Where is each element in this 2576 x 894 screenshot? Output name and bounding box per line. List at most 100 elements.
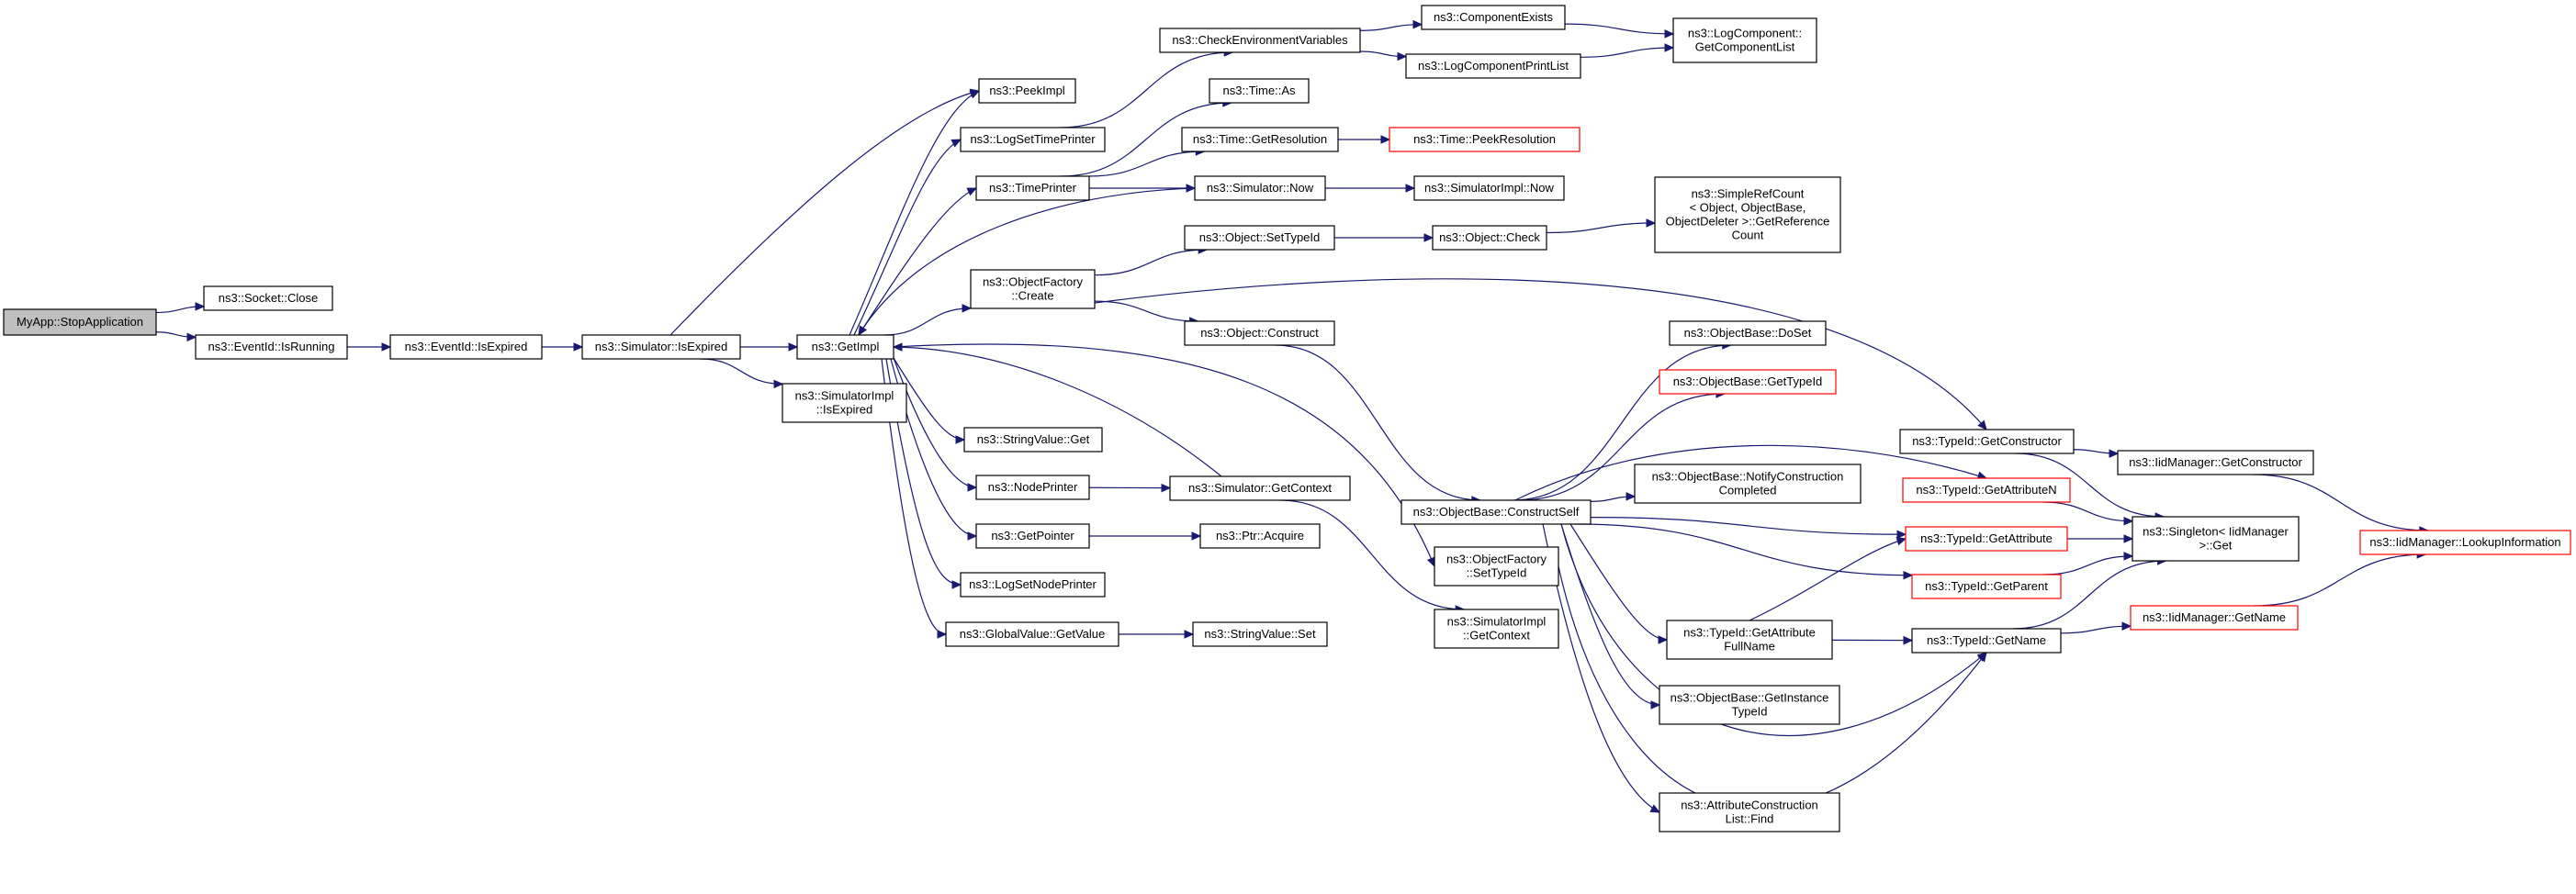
node-box[interactable]: [581, 334, 741, 360]
node-tidgetattr[interactable]: ns3::TypeId::GetAttribute: [1905, 526, 2068, 552]
node-tidgetparent[interactable]: ns3::TypeId::GetParent: [1911, 574, 2062, 599]
node-iidlookup[interactable]: ns3::IidManager::LookupInformation: [2359, 530, 2571, 555]
node-logcompprint[interactable]: ns3::LogComponentPrintList: [1405, 53, 1581, 79]
node-box[interactable]: [975, 475, 1090, 500]
node-box[interactable]: [1192, 621, 1328, 647]
node-logsettp[interactable]: ns3::LogSetTimePrinter: [960, 127, 1106, 152]
node-box[interactable]: [1184, 320, 1335, 346]
node-checkenv[interactable]: ns3::CheckEnvironmentVariables: [1159, 28, 1361, 53]
node-box[interactable]: [203, 285, 333, 311]
node-box[interactable]: [3, 308, 157, 336]
node-box[interactable]: [1405, 53, 1581, 79]
node-box[interactable]: [970, 269, 1096, 309]
node-gvgetvalue[interactable]: ns3::GlobalValue::GetValue: [945, 621, 1119, 647]
node-box[interactable]: [2132, 516, 2300, 562]
node-box[interactable]: [945, 621, 1119, 647]
node-tidgetconstr[interactable]: ns3::TypeId::GetConstructor: [1899, 429, 2075, 454]
node-box[interactable]: [1654, 176, 1841, 253]
node-box[interactable]: [1669, 320, 1827, 346]
node-box[interactable]: [1634, 464, 1862, 504]
node-singletonget[interactable]: ns3::Singleton< IidManager >::Get: [2132, 516, 2300, 562]
node-box[interactable]: [2359, 530, 2571, 555]
node-box[interactable]: [1434, 609, 1559, 649]
node-box[interactable]: [1169, 475, 1351, 501]
node-stopapp[interactable]: MyApp::StopApplication: [3, 308, 157, 336]
node-simimplexpired[interactable]: ns3::SimulatorImpl::IsExpired: [782, 383, 907, 423]
node-box[interactable]: [1899, 429, 2075, 454]
node-box[interactable]: [1209, 78, 1310, 104]
node-box[interactable]: [1181, 127, 1339, 152]
node-logsetnp[interactable]: ns3::LogSetNodePrinter: [960, 572, 1106, 598]
node-box[interactable]: [1659, 685, 1840, 725]
node-box[interactable]: [1199, 523, 1321, 549]
node-box[interactable]: [1902, 477, 2071, 503]
node-constructself[interactable]: ns3::ObjectBase::ConstructSelf: [1400, 499, 1592, 525]
node-objcheck[interactable]: ns3::Object::Check: [1432, 225, 1547, 251]
node-objconstruct[interactable]: ns3::Object::Construct: [1184, 320, 1335, 346]
node-box[interactable]: [975, 175, 1090, 201]
node-box[interactable]: [1659, 369, 1837, 395]
node-box[interactable]: [195, 334, 348, 360]
node-nodeprinter[interactable]: ns3::NodePrinter: [975, 475, 1090, 500]
node-simplerefcount[interactable]: ns3::SimpleRefCount< Object, ObjectBase,…: [1654, 176, 1841, 253]
node-iidgetname[interactable]: ns3::IidManager::GetName: [2130, 605, 2299, 631]
node-box[interactable]: [1159, 28, 1361, 53]
node-simnow[interactable]: ns3::Simulator::Now: [1194, 175, 1326, 201]
node-box[interactable]: [1905, 526, 2068, 552]
node-objfactcreate[interactable]: ns3::ObjectFactory::Create: [970, 269, 1096, 309]
node-simgetcontext[interactable]: ns3::Simulator::GetContext: [1169, 475, 1351, 501]
node-box[interactable]: [1659, 792, 1840, 833]
node-box[interactable]: [960, 572, 1106, 598]
node-box[interactable]: [1666, 620, 1833, 660]
node-getpointer[interactable]: ns3::GetPointer: [975, 523, 1090, 549]
node-timepeekres[interactable]: ns3::Time::PeekResolution: [1389, 127, 1580, 152]
node-box[interactable]: [1413, 175, 1565, 201]
node-objbasedoset[interactable]: ns3::ObjectBase::DoSet: [1669, 320, 1827, 346]
node-compexists[interactable]: ns3::ComponentExists: [1421, 5, 1566, 30]
node-timeprinter[interactable]: ns3::TimePrinter: [975, 175, 1090, 201]
node-box[interactable]: [2117, 450, 2314, 475]
node-box[interactable]: [2130, 605, 2299, 631]
node-evexpired[interactable]: ns3::EventId::IsExpired: [389, 334, 543, 360]
node-box[interactable]: [782, 383, 907, 423]
node-box[interactable]: [963, 427, 1103, 453]
node-box[interactable]: [1400, 499, 1592, 525]
node-box[interactable]: [796, 334, 894, 360]
node-sockclose[interactable]: ns3::Socket::Close: [203, 285, 333, 311]
node-box[interactable]: [1911, 574, 2062, 599]
node-strvalget[interactable]: ns3::StringValue::Get: [963, 427, 1103, 453]
node-box[interactable]: [1432, 225, 1547, 251]
node-box[interactable]: [389, 334, 543, 360]
node-tidgetname[interactable]: ns3::TypeId::GetName: [1911, 628, 2062, 654]
node-box[interactable]: [1389, 127, 1580, 152]
node-box[interactable]: [1421, 5, 1566, 30]
node-simimplgetctx[interactable]: ns3::SimulatorImpl::GetContext: [1434, 609, 1559, 649]
node-iidgetconstr[interactable]: ns3::IidManager::GetConstructor: [2117, 450, 2314, 475]
node-box[interactable]: [978, 78, 1076, 104]
node-tidgetattrn[interactable]: ns3::TypeId::GetAttributeN: [1902, 477, 2071, 503]
node-peekimpl[interactable]: ns3::PeekImpl: [978, 78, 1076, 104]
node-evrunning[interactable]: ns3::EventId::IsRunning: [195, 334, 348, 360]
node-objfactsettid[interactable]: ns3::ObjectFactory::SetTypeId: [1434, 546, 1559, 587]
node-objbasegettid[interactable]: ns3::ObjectBase::GetTypeId: [1659, 369, 1837, 395]
node-box[interactable]: [1672, 17, 1817, 63]
node-box[interactable]: [1194, 175, 1326, 201]
node-timegetres[interactable]: ns3::Time::GetResolution: [1181, 127, 1339, 152]
node-box[interactable]: [1434, 546, 1559, 587]
node-notifyconstr[interactable]: ns3::ObjectBase::NotifyConstructionCompl…: [1634, 464, 1862, 504]
node-strvalset[interactable]: ns3::StringValue::Set: [1192, 621, 1328, 647]
node-box[interactable]: [960, 127, 1106, 152]
node-timeas[interactable]: ns3::Time::As: [1209, 78, 1310, 104]
node-objsettypeid[interactable]: ns3::Object::SetTypeId: [1184, 225, 1335, 251]
node-getimpl[interactable]: ns3::GetImpl: [796, 334, 894, 360]
node-simexpired[interactable]: ns3::Simulator::IsExpired: [581, 334, 741, 360]
node-box[interactable]: [1911, 628, 2062, 654]
node-box[interactable]: [1184, 225, 1335, 251]
node-ptracquire[interactable]: ns3::Ptr::Acquire: [1199, 523, 1321, 549]
node-box[interactable]: [975, 523, 1090, 549]
node-logcompgetlist[interactable]: ns3::LogComponent::GetComponentList: [1672, 17, 1817, 63]
node-simimplnow[interactable]: ns3::SimulatorImpl::Now: [1413, 175, 1565, 201]
